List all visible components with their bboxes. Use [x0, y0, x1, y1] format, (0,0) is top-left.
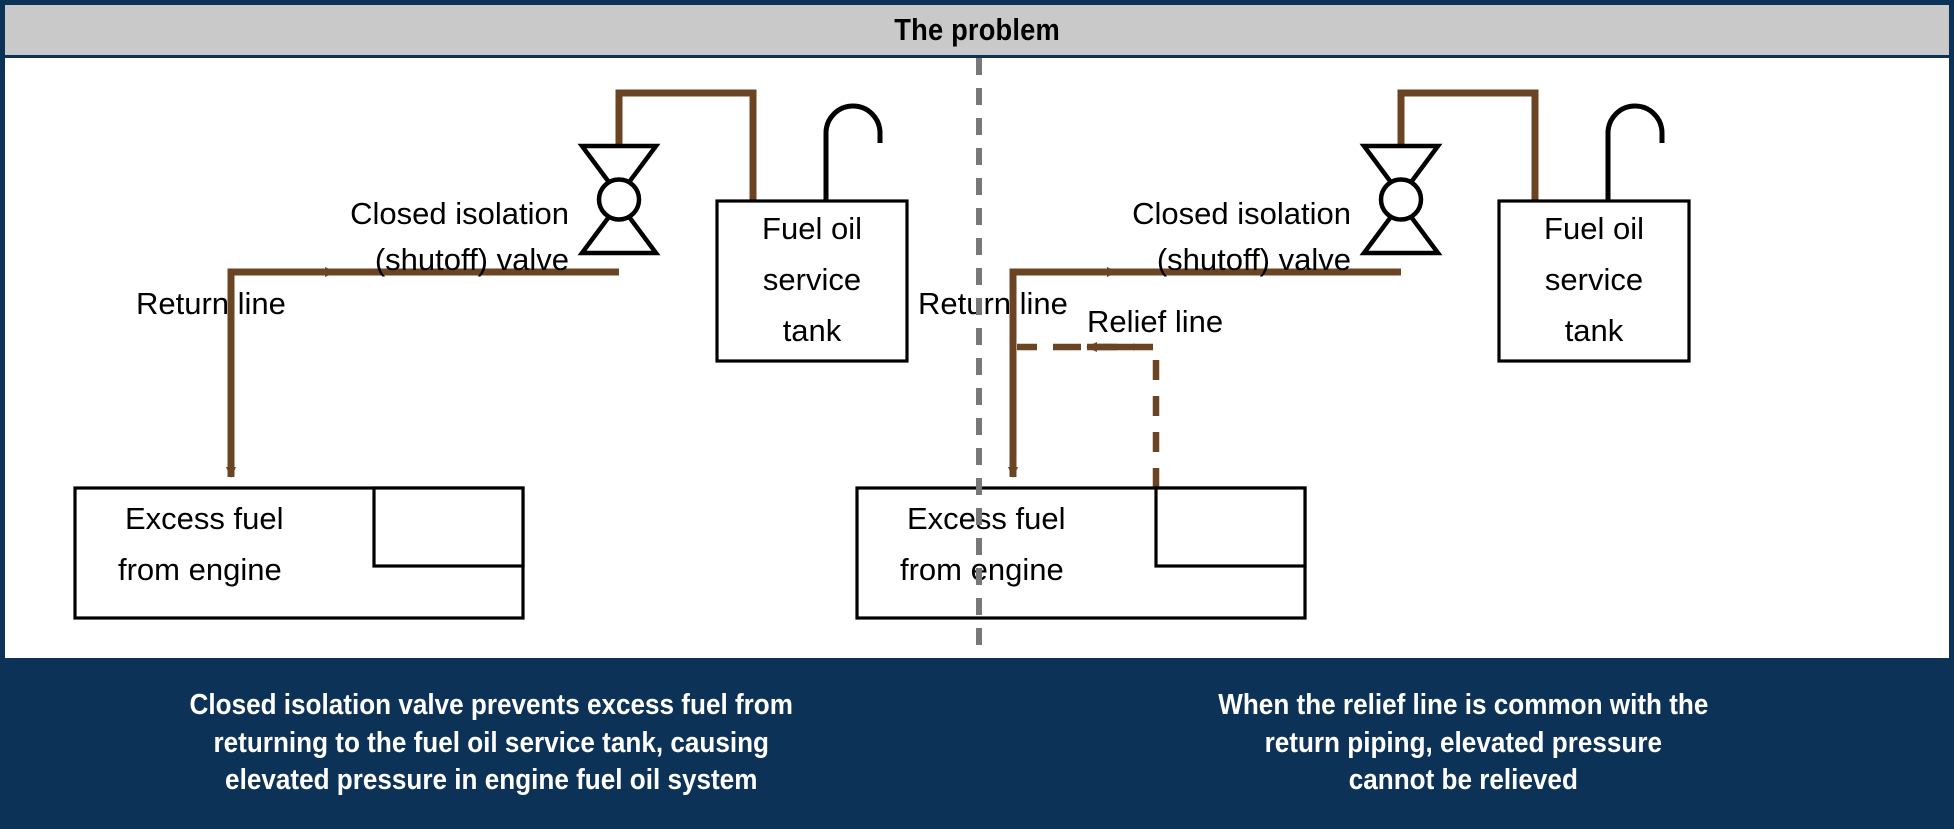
fuel-oil-service-tank-left	[715, 199, 909, 363]
fuel-oil-service-tank-right	[1497, 199, 1691, 363]
figure-header: The problem	[5, 5, 1949, 58]
engine-label-line1-left: Excess fuel	[125, 501, 284, 536]
diagram-canvas: Closed isolation (shutoff) valve Return …	[5, 58, 1949, 658]
tank-vent-pipe-right	[1605, 103, 1665, 201]
valve-label-line2-left: (shutoff) valve	[375, 242, 569, 277]
tank-vent-pipe-left	[823, 103, 883, 201]
valve-label-line2-right: (shutoff) valve	[1157, 242, 1351, 277]
return-line-pipe-right	[1008, 267, 1401, 478]
caption-right-text: When the relief line is common with the …	[1217, 688, 1709, 797]
tank-label-line1-right: Fuel oil	[1544, 211, 1644, 246]
tank-label-line2-left: service	[763, 262, 861, 297]
engine-label-line2-left: from engine	[118, 552, 282, 587]
tank-label-line3-left: tank	[783, 313, 842, 348]
return-line-pipe-left	[226, 267, 619, 478]
page-title: The problem	[894, 12, 1060, 47]
butterfly-valve-symbol-right	[1359, 143, 1443, 256]
caption-left: Closed isolation valve prevents excess f…	[5, 658, 977, 824]
return-line-label-left: Return line	[136, 286, 286, 321]
valve-label-line1-left: Closed isolation	[350, 196, 569, 231]
caption-left-text: Closed isolation valve prevents excess f…	[189, 688, 793, 797]
panel-right: Closed isolation (shutoff) valve Return …	[855, 89, 1691, 620]
panel-left: Closed isolation (shutoff) valve Return …	[73, 89, 909, 620]
tank-label-line2-right: service	[1545, 262, 1643, 297]
engine-label-line1-right: Excess fuel	[907, 501, 1066, 536]
engine-box-right	[855, 486, 1307, 620]
valve-label-line1-right: Closed isolation	[1132, 196, 1351, 231]
tank-label-line3-right: tank	[1565, 313, 1624, 348]
return-line-label-right: Return line	[918, 286, 1068, 321]
relief-line-right	[1015, 342, 1160, 488]
relief-line-label: Relief line	[1087, 304, 1223, 339]
caption-right: When the relief line is common with the …	[977, 658, 1949, 824]
panel-divider	[976, 58, 982, 658]
butterfly-valve-symbol-left	[577, 143, 661, 256]
engine-box-left	[73, 486, 525, 620]
tank-label-line1-left: Fuel oil	[762, 211, 862, 246]
